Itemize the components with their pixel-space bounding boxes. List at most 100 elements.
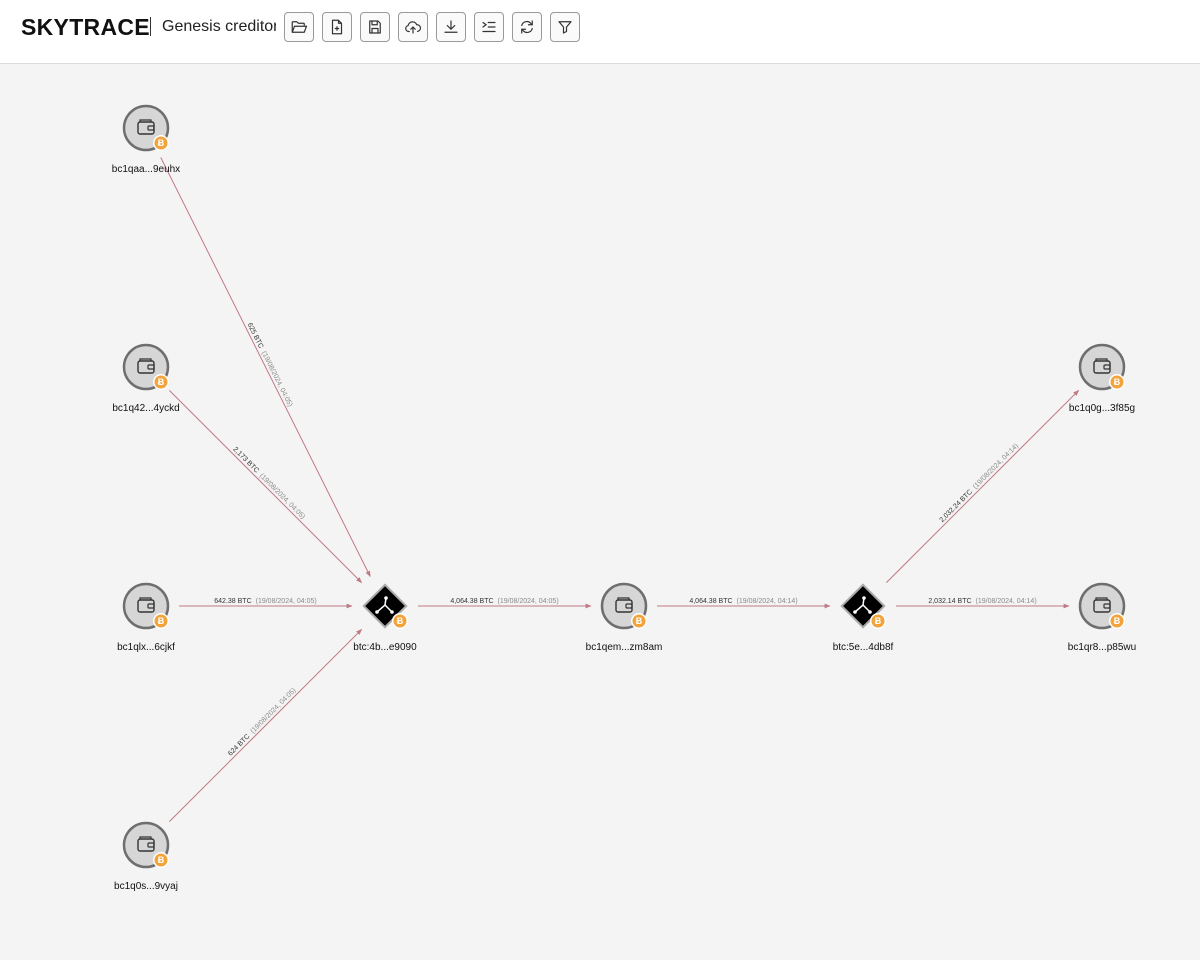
edge-line[interactable]	[160, 157, 371, 578]
edge[interactable]: 625 BTC(19/08/2024, 04:05)	[160, 157, 371, 578]
download-button[interactable]	[436, 12, 466, 42]
bitcoin-icon: Ƀ	[1109, 374, 1125, 390]
bitcoin-icon: Ƀ	[392, 613, 408, 629]
save-button[interactable]	[360, 12, 390, 42]
open-folder-button[interactable]	[284, 12, 314, 42]
edge-line[interactable]	[885, 389, 1080, 584]
bitcoin-icon: Ƀ	[1109, 613, 1125, 629]
edge[interactable]: 642.38 BTC (19/08/2024, 04:05)	[179, 598, 353, 609]
svg-text:Ƀ: Ƀ	[875, 616, 882, 626]
indent-button[interactable]	[474, 12, 504, 42]
wallet-icon	[615, 597, 633, 613]
node-label: bc1qr8...p85wu	[1068, 642, 1136, 653]
node-label: bc1qaa...9euhx	[112, 164, 180, 175]
edge-label: 4,064.38 BTC (19/08/2024, 04:14)	[689, 598, 797, 605]
edge-label: 642.38 BTC (19/08/2024, 04:05)	[214, 598, 316, 605]
edge-line[interactable]	[168, 628, 363, 823]
file-plus-icon	[328, 18, 346, 36]
svg-text:Ƀ: Ƀ	[158, 855, 165, 865]
graph-svg[interactable]: 625 BTC(19/08/2024, 04:05)2,173 BTC(19/0…	[0, 65, 1200, 960]
svg-text:Ƀ: Ƀ	[158, 377, 165, 387]
svg-text:Ƀ: Ƀ	[158, 138, 165, 148]
edge-timestamp: (19/08/2024, 04:05)	[258, 472, 306, 520]
edge-line[interactable]	[168, 389, 363, 584]
node-label: bc1qem...zm8am	[586, 642, 663, 653]
svg-text:Ƀ: Ƀ	[397, 616, 404, 626]
refresh-icon	[518, 18, 536, 36]
node-label: btc:4b...e9090	[353, 642, 417, 653]
edge-label: 2,173 BTC(19/08/2024, 04:05)	[231, 446, 306, 521]
edge-timestamp: (19/08/2024, 04:05)	[260, 350, 294, 408]
bitcoin-icon: Ƀ	[153, 374, 169, 390]
app-logo: SKYTRACE	[21, 14, 150, 40]
wallet-icon	[137, 597, 155, 613]
edge[interactable]: 2,032.14 BTC (19/08/2024, 04:14)	[896, 598, 1070, 609]
title-divider	[150, 17, 151, 36]
edge-timestamp: (19/08/2024, 04:05)	[249, 687, 297, 735]
edge-amount: 624 BTC	[227, 733, 251, 757]
transaction-split-icon	[853, 596, 872, 614]
svg-text:Ƀ: Ƀ	[1114, 377, 1121, 387]
edge[interactable]: 624 BTC(19/08/2024, 04:05)	[168, 628, 363, 823]
folder-open-icon	[290, 18, 308, 36]
node-label: bc1q0g...3f85g	[1069, 403, 1135, 414]
edge[interactable]: 2,032.24 BTC(19/08/2024, 04:14)	[885, 389, 1080, 584]
node-label: bc1q0s...9vyaj	[114, 881, 178, 892]
edge-timestamp: (19/08/2024, 04:05)	[256, 598, 317, 605]
edge-amount: 2,032.24 BTC	[939, 489, 974, 524]
bitcoin-icon: Ƀ	[153, 613, 169, 629]
edge-amount: 642.38 BTC	[214, 598, 251, 605]
edge-amount: 4,064.38 BTC	[450, 598, 493, 605]
node-label: btc:5e...4db8f	[833, 642, 894, 653]
filter-button[interactable]	[550, 12, 580, 42]
wallet-icon	[1093, 358, 1111, 374]
bitcoin-icon: Ƀ	[153, 852, 169, 868]
edge-amount: 2,173 BTC	[231, 446, 260, 475]
edge-timestamp: (19/08/2024, 04:14)	[972, 443, 1020, 491]
edge-label: 2,032.24 BTC(19/08/2024, 04:14)	[939, 443, 1021, 525]
edge-label: 625 BTC(19/08/2024, 04:05)	[246, 322, 294, 408]
refresh-button[interactable]	[512, 12, 542, 42]
svg-text:Ƀ: Ƀ	[636, 616, 643, 626]
cloud-upload-icon	[404, 18, 422, 36]
filter-icon	[556, 18, 574, 36]
download-icon	[442, 18, 460, 36]
upload-cloud-button[interactable]	[398, 12, 428, 42]
edge-timestamp: (19/08/2024, 04:14)	[976, 598, 1037, 605]
transaction-split-icon	[375, 596, 394, 614]
bitcoin-icon: Ƀ	[870, 613, 886, 629]
wallet-icon	[137, 358, 155, 374]
edge-amount: 2,032.14 BTC	[928, 598, 971, 605]
bitcoin-icon: Ƀ	[153, 135, 169, 151]
toolbar	[284, 12, 580, 42]
case-title[interactable]: Genesis creditors	[162, 18, 276, 35]
edge-label: 2,032.14 BTC (19/08/2024, 04:14)	[928, 598, 1036, 605]
edge[interactable]: 4,064.38 BTC (19/08/2024, 04:14)	[657, 598, 831, 609]
wallet-icon	[1093, 597, 1111, 613]
list-indent-icon	[480, 18, 498, 36]
new-file-button[interactable]	[322, 12, 352, 42]
svg-text:Ƀ: Ƀ	[1114, 616, 1121, 626]
edge[interactable]: 2,173 BTC(19/08/2024, 04:05)	[168, 389, 363, 584]
edge-label: 4,064.38 BTC(19/08/2024, 04:05)	[450, 598, 558, 605]
edge-timestamp: (19/08/2024, 04:14)	[737, 598, 798, 605]
wallet-icon	[137, 836, 155, 852]
graph-canvas[interactable]: 625 BTC(19/08/2024, 04:05)2,173 BTC(19/0…	[0, 65, 1200, 960]
edge[interactable]: 4,064.38 BTC(19/08/2024, 04:05)	[418, 598, 592, 609]
node-label: bc1q42...4yckd	[112, 403, 179, 414]
node-label: bc1qlx...6cjkf	[117, 642, 175, 653]
save-icon	[366, 18, 384, 36]
edge-amount: 4,064.38 BTC	[689, 598, 732, 605]
top-bar: SKYTRACE Genesis creditors	[0, 0, 1200, 64]
svg-text:Ƀ: Ƀ	[158, 616, 165, 626]
wallet-icon	[137, 119, 155, 135]
